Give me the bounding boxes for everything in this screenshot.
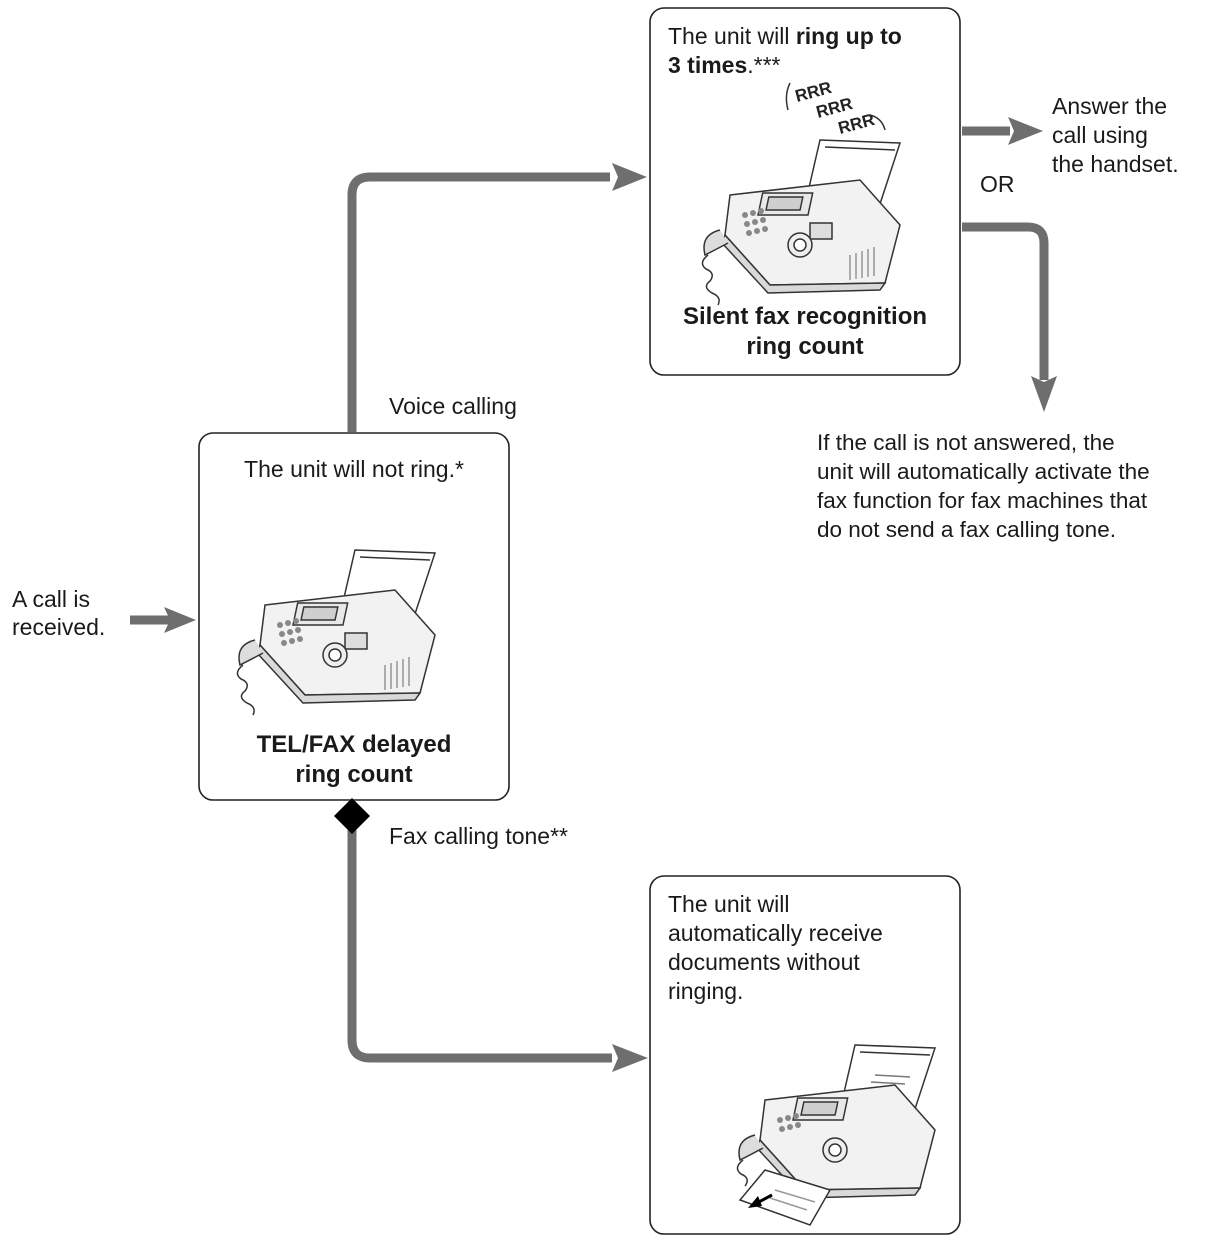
branch-diamond	[334, 798, 370, 834]
silent-box-caption: Silent fax recognition ring count	[650, 302, 960, 362]
paper-out-arrow-icon	[748, 1193, 773, 1208]
fax-arrow-head	[612, 1044, 648, 1072]
delay-box-text: The unit will not ring.*	[244, 456, 464, 482]
unanswered-text: If the call is not answered, the unit wi…	[817, 428, 1150, 544]
fax-machine-icon	[236, 549, 437, 716]
incoming-arrow-head	[164, 607, 196, 633]
unanswered-line3: fax function for fax machines that	[817, 488, 1148, 513]
answer-line2: call using	[1052, 122, 1148, 148]
unanswered-arrow-head	[1031, 376, 1057, 412]
voice-path	[347, 172, 610, 432]
silent-caption-line2: ring count	[746, 333, 864, 360]
answer-line3: the handset.	[1052, 151, 1179, 177]
incoming-call-line2: received.	[12, 614, 106, 640]
silent-box-text: The unit will ring up to 3 times.***	[668, 22, 953, 80]
answer-arrow-head	[1008, 117, 1043, 145]
delay-caption-line2: ring count	[295, 761, 413, 788]
receive-box-text: The unit will automatically receive docu…	[668, 890, 953, 1006]
silent-caption-line1: Silent fax recognition	[682, 303, 928, 330]
delay-caption-line1: TEL/FAX delayed	[256, 731, 452, 758]
or-label: OR	[980, 171, 1015, 197]
answer-line1: Answer the	[1052, 93, 1168, 119]
unanswered-path	[962, 222, 1049, 380]
silent-text-pre: The unit will	[668, 23, 796, 49]
receive-line3: documents without	[668, 949, 860, 975]
ring-sound-marks	[785, 82, 886, 131]
receive-line1: The unit will	[668, 891, 790, 917]
fax-machine-icon	[736, 1044, 937, 1226]
voice-arrow-head	[612, 163, 647, 191]
voice-calling-label: Voice calling	[389, 393, 517, 419]
receive-line2: automatically receive	[668, 920, 883, 946]
fax-path	[347, 820, 612, 1063]
fax-calling-tone-label: Fax calling tone**	[389, 823, 568, 849]
answer-handset-text: Answer the call using the handset.	[1052, 92, 1179, 179]
silent-text-bold1: ring up to	[795, 23, 902, 49]
unanswered-line1: If the call is not answered, the	[817, 430, 1115, 455]
incoming-call-label: A call is received.	[12, 585, 105, 641]
unanswered-line4: do not send a fax calling tone.	[817, 517, 1116, 542]
incoming-call-line1: A call is	[12, 586, 90, 612]
receive-line4: ringing.	[668, 978, 744, 1004]
unanswered-line2: unit will automatically activate the	[817, 459, 1150, 484]
silent-text-bold2: 3 times	[668, 52, 748, 78]
fax-machine-icon	[701, 139, 902, 306]
silent-text-post: .***	[747, 52, 781, 78]
delay-box-caption: TEL/FAX delayed ring count	[199, 730, 509, 790]
